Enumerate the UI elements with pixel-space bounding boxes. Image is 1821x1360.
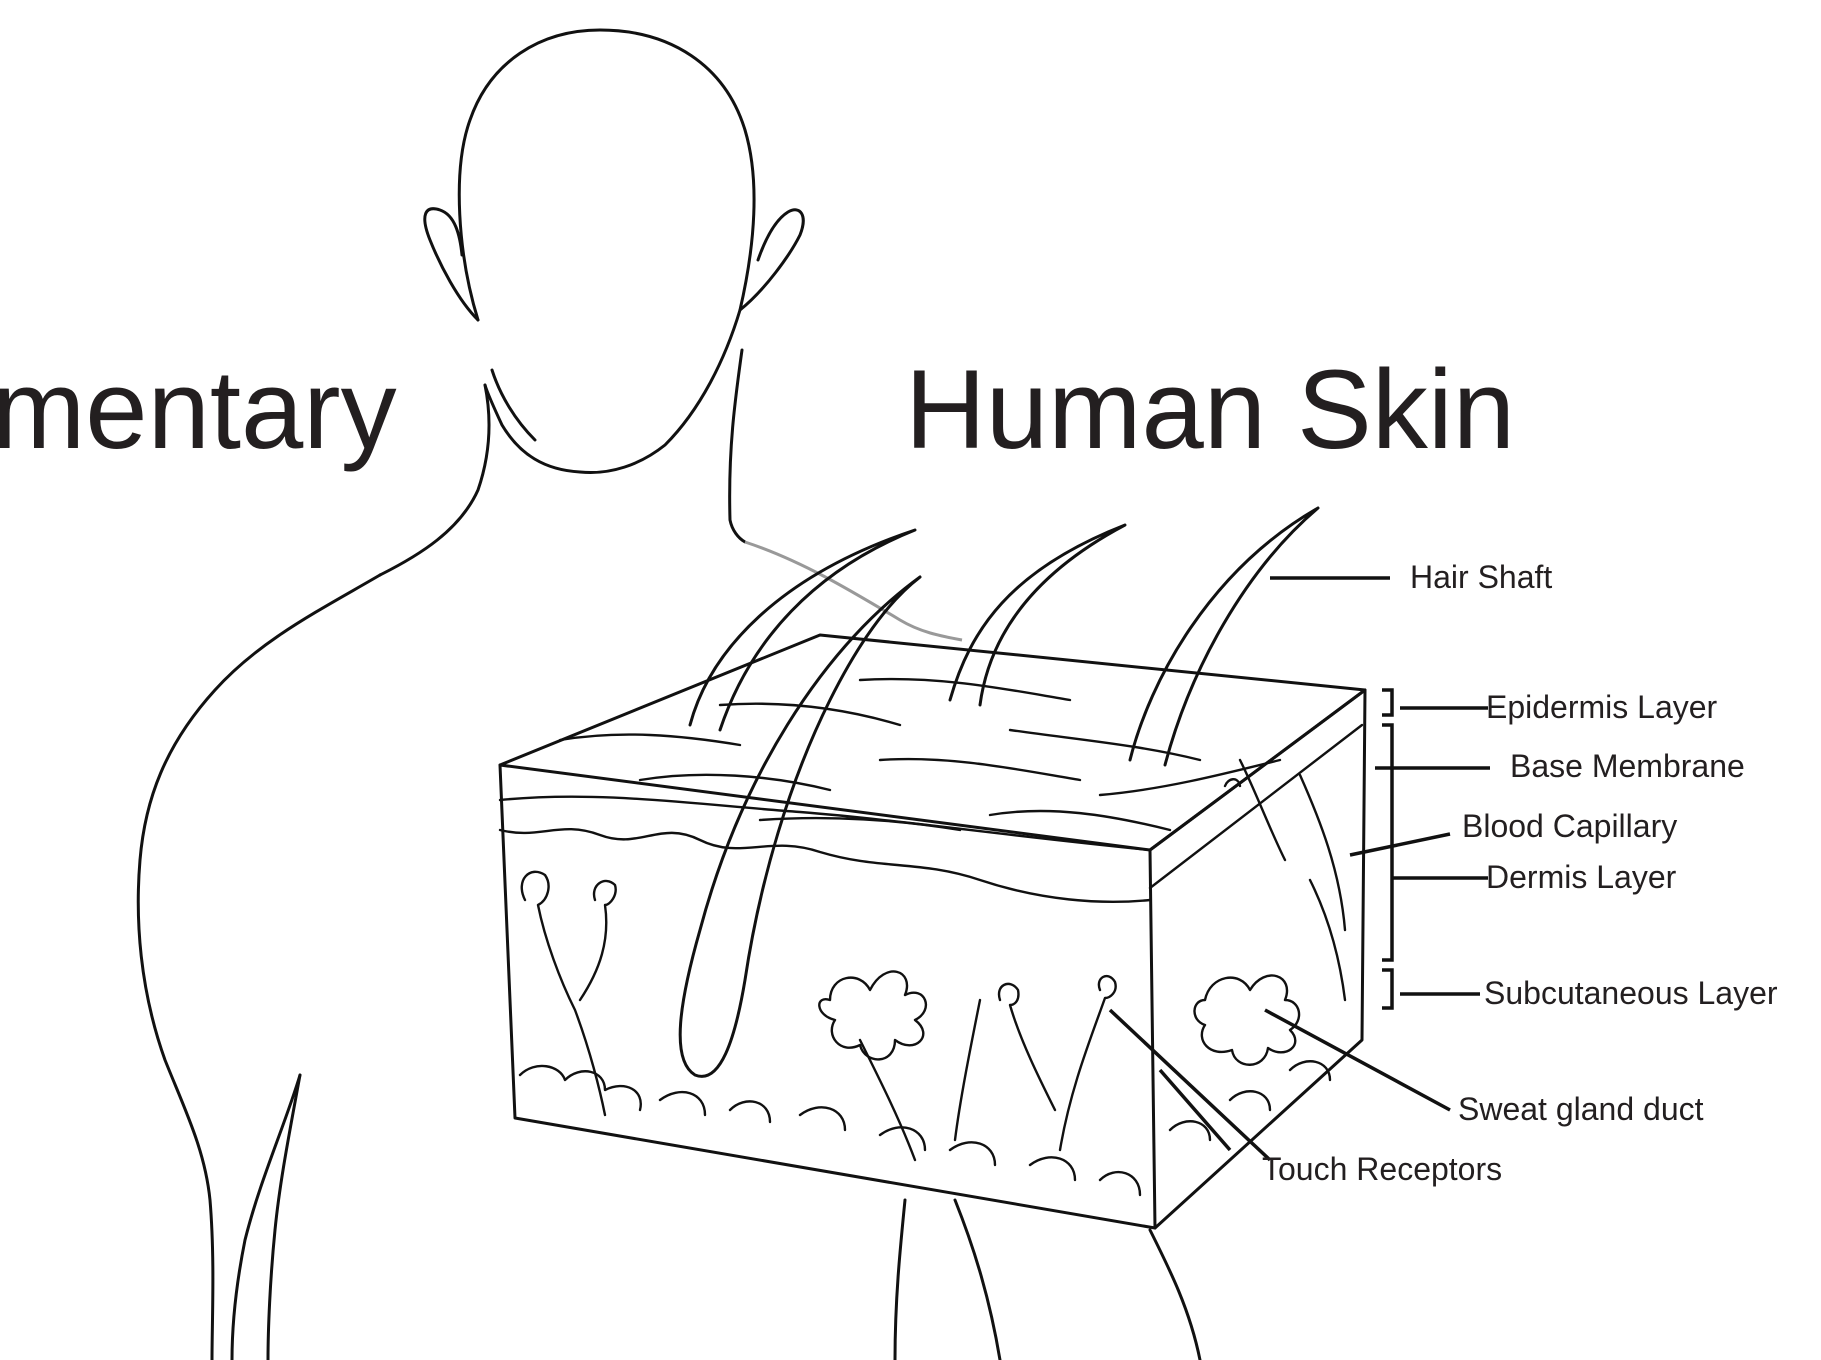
title-right: Human Skin — [905, 347, 1515, 472]
capillaries — [860, 760, 1345, 1160]
torso-lower-right — [1150, 1230, 1200, 1360]
label-blood-capillary: Blood Capillary — [1462, 808, 1677, 844]
labels: Hair Shaft Epidermis Layer Base Membrane… — [1262, 559, 1778, 1187]
block-top-face — [500, 635, 1365, 850]
label-base-membrane: Base Membrane — [1510, 748, 1745, 784]
top-cell-pattern — [560, 679, 1280, 830]
touch-receptor-4 — [1060, 976, 1116, 1150]
subcutaneous-bracket — [1382, 970, 1392, 1008]
touch-receptor-2 — [580, 881, 616, 1000]
touch-receptor-3 — [999, 984, 1055, 1110]
epidermis-line-right — [1150, 725, 1362, 888]
hair-4-follicle — [680, 577, 920, 1076]
label-epidermis: Epidermis Layer — [1486, 689, 1718, 725]
label-sweat-gland: Sweat gland duct — [1458, 1091, 1704, 1127]
sweat-gland-coil-front — [819, 971, 926, 1059]
title-left: mentary — [0, 347, 397, 472]
hair-2 — [950, 525, 1125, 705]
left-ear — [425, 209, 478, 320]
label-touch-receptors: Touch Receptors — [1262, 1151, 1502, 1187]
epidermis-line-front — [500, 797, 1150, 850]
label-subcutaneous: Subcutaneous Layer — [1484, 975, 1778, 1011]
skin-block — [500, 508, 1365, 1228]
sweat-gland-leader — [1265, 1010, 1450, 1110]
left-arm-inner — [268, 1075, 300, 1360]
left-shoulder — [138, 575, 380, 1360]
torso-lower-mid — [955, 1200, 1000, 1360]
left-torso — [232, 1075, 300, 1360]
hair-3 — [1130, 508, 1318, 765]
touch-receptors-leader-1 — [1110, 1010, 1270, 1160]
head-outline — [459, 30, 754, 473]
jaw-line — [492, 370, 535, 440]
epidermis-bracket — [1382, 690, 1392, 715]
label-hair-shaft: Hair Shaft — [1410, 559, 1552, 595]
neck-right — [730, 350, 745, 542]
torso-lower-left — [895, 1200, 905, 1360]
dermis-bracket — [1382, 725, 1392, 960]
label-dermis: Dermis Layer — [1486, 859, 1677, 895]
subcutaneous-fat — [520, 1061, 1330, 1195]
touch-receptors-leader-2 — [1160, 1070, 1230, 1150]
